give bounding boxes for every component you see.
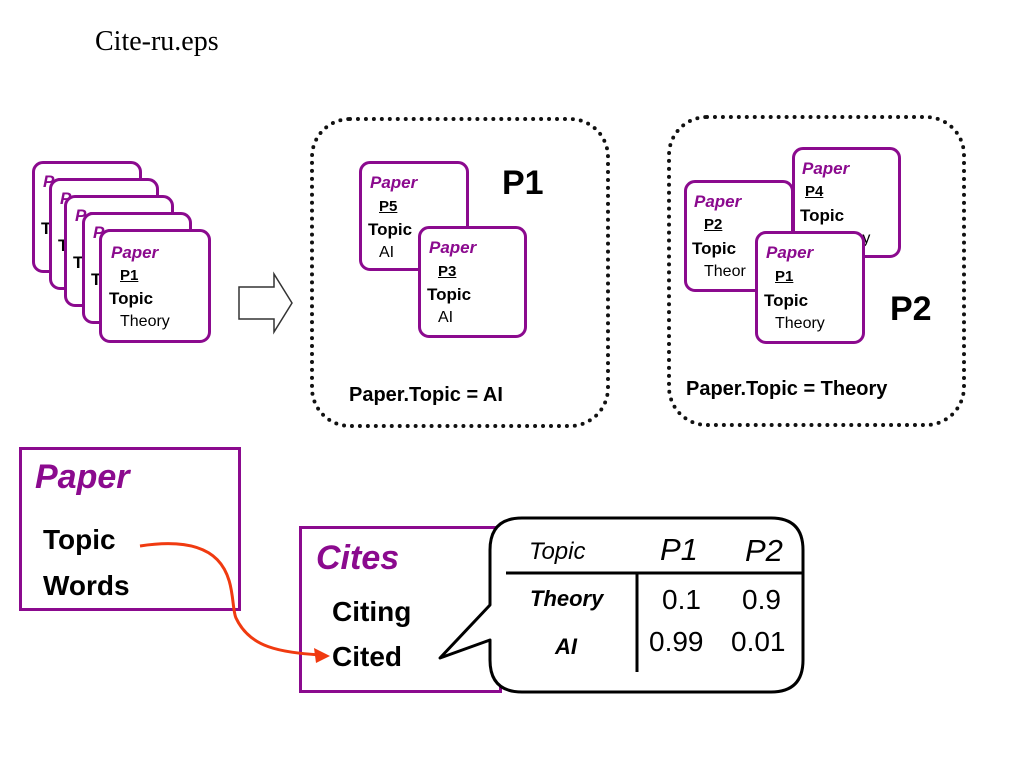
cluster-p2 xyxy=(667,115,966,427)
cpt-cell-theory-p1: 0.1 xyxy=(662,584,701,615)
cluster1-card-p3: Paper P3 Topic AI xyxy=(418,226,527,338)
card-type-label: Paper xyxy=(370,173,418,192)
card-type-label: Paper xyxy=(802,159,850,178)
card-type-label: Paper xyxy=(429,238,477,257)
card-value-label: AI xyxy=(379,244,395,261)
cpt-callout-bubble xyxy=(438,516,805,694)
card-attr-label: Topic xyxy=(427,285,472,304)
paper-schema-box: Paper Topic Words xyxy=(19,447,241,611)
card-attr-label: Topic xyxy=(368,220,413,239)
card-type-label: Paper xyxy=(694,192,742,211)
paper-attr-words: Words xyxy=(43,570,130,601)
card-id-label: P2 xyxy=(704,216,723,233)
card-attr-label: T xyxy=(58,236,68,256)
slide-title: Cite-ru.eps xyxy=(95,26,219,57)
card-id-label: P5 xyxy=(379,198,398,215)
card-id-label: P4 xyxy=(805,183,824,200)
card-value-label: Theor xyxy=(704,263,746,280)
card-id-label: P1 xyxy=(120,267,139,284)
stack-card-front: Paper P1 Topic Theory xyxy=(99,229,211,343)
cluster-p1-label: Paper.Topic = AI xyxy=(349,384,503,406)
dependency-arrow-head xyxy=(314,648,330,663)
transform-arrow-icon xyxy=(238,271,293,335)
card-attr-label: Topic xyxy=(692,239,737,258)
card-attr-label: T xyxy=(41,219,52,238)
card-attr-label: Topic xyxy=(109,289,154,308)
card-attr-label: Topic xyxy=(800,206,845,225)
card-type-label: Paper xyxy=(766,243,814,262)
paper-schema-name: Paper xyxy=(35,458,130,496)
cpt-header-p1: P1 xyxy=(660,532,698,567)
card-id-label: P1 xyxy=(775,268,794,285)
cites-attr-cited: Cited xyxy=(332,641,402,672)
cluster2-card-p1: Paper P1 Topic Theory xyxy=(755,231,865,344)
cluster-p1-name: P1 xyxy=(502,164,544,202)
cpt-row-label-theory: Theory xyxy=(530,586,604,611)
card-value-label: Theory xyxy=(775,315,825,332)
cpt-row-label-ai: AI xyxy=(555,634,577,659)
card-attr-label: T xyxy=(91,270,102,289)
cluster-p2-name: P2 xyxy=(890,290,932,328)
cites-attr-citing: Citing xyxy=(332,596,412,627)
cluster-p1 xyxy=(310,117,610,428)
card-attr-label: T xyxy=(73,253,84,272)
cpt-cell-ai-p1: 0.99 xyxy=(649,626,704,657)
paper-attr-topic: Topic xyxy=(43,524,116,555)
cluster-p2-label: Paper.Topic = Theory xyxy=(686,378,888,400)
card-type-label: Paper xyxy=(111,243,159,262)
cpt-header-p2: P2 xyxy=(745,533,783,568)
cpt-header-topic: Topic xyxy=(529,538,586,565)
card-id-label: P3 xyxy=(438,263,457,280)
card-value-label: AI xyxy=(438,309,454,326)
dependency-arrow xyxy=(139,542,321,657)
card-attr-label: Topic xyxy=(764,291,809,310)
cites-schema-name: Cites xyxy=(316,539,400,577)
card-value-label: Theory xyxy=(120,313,170,330)
cpt-cell-theory-p2: 0.9 xyxy=(742,584,781,615)
cpt-cell-ai-p2: 0.01 xyxy=(731,626,786,657)
